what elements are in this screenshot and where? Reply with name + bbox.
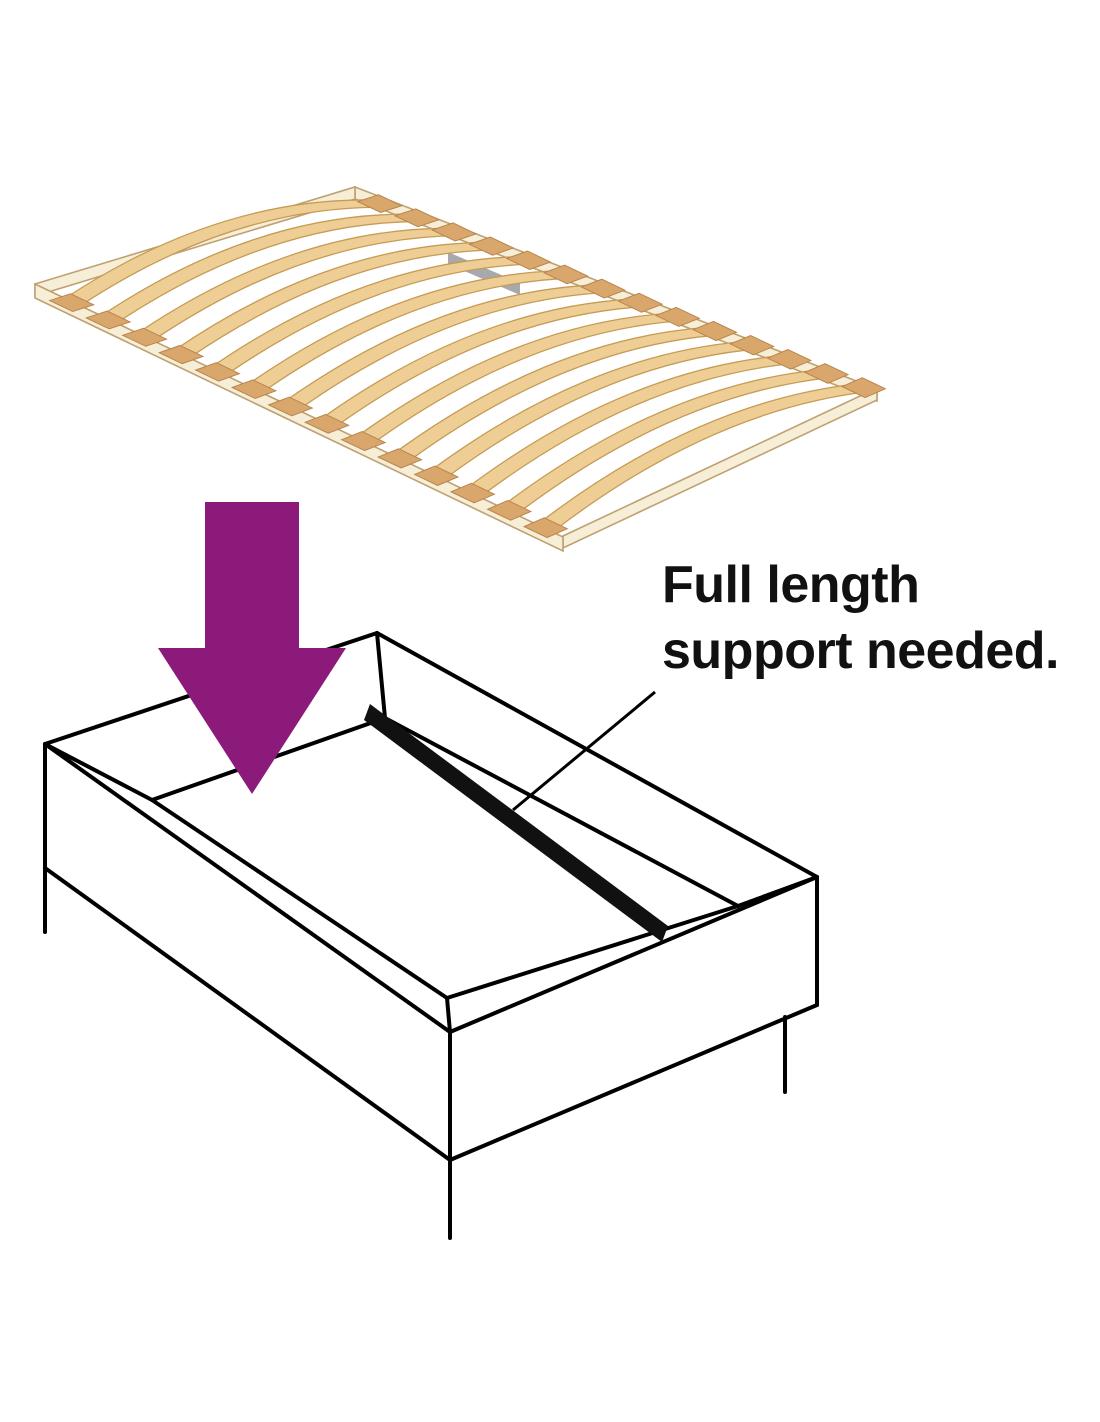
slat-end-cap — [468, 236, 515, 256]
slat-end-cap — [84, 310, 132, 330]
slat-end-cap — [522, 517, 569, 539]
slat-end-cap — [486, 499, 533, 521]
slat-end-cap — [542, 264, 589, 285]
rim-seam-front — [445, 996, 452, 1034]
slat-end-cap — [617, 292, 664, 313]
slat-end-cap — [579, 278, 627, 299]
slat-end-cap — [303, 413, 350, 434]
slat-end-cap — [376, 448, 423, 469]
annotation-line-1: Full length — [662, 556, 919, 614]
slat-end-cap — [840, 377, 887, 399]
bed-slats — [48, 194, 887, 539]
slat-end-cap — [729, 334, 775, 356]
slat-end-cap — [230, 379, 278, 399]
slat-end-cap — [121, 327, 168, 347]
slat-end-cap — [340, 431, 387, 452]
rim-seam-right — [736, 875, 819, 908]
slat-end-cap — [505, 250, 552, 270]
bed-frame-outline — [43, 631, 819, 1240]
slatted-bed-base — [34, 185, 887, 553]
slat-end-cap — [449, 482, 496, 504]
down-arrow-icon — [158, 502, 346, 794]
annotation-line-2: support needed. — [662, 622, 1059, 680]
front-right-bottom-edge — [448, 1003, 819, 1162]
slat-end-cap — [48, 293, 96, 313]
slat-end-cap — [413, 465, 460, 486]
slat-end-cap — [393, 208, 441, 228]
slat-end-cap — [356, 194, 404, 214]
rim-seam-left — [43, 742, 154, 802]
slat-end-cap — [691, 320, 738, 342]
slat-end-cap — [766, 349, 813, 370]
slat-end-cap — [157, 344, 205, 365]
slat-end-cap — [430, 222, 478, 242]
slat-end-cap — [194, 362, 241, 382]
leader-line — [512, 690, 656, 812]
slat-end-cap — [654, 306, 701, 327]
center-support-bar — [364, 704, 668, 942]
frame-rim-outer — [43, 631, 819, 1034]
slat-end-cap — [803, 363, 850, 384]
slat-end-cap — [267, 396, 314, 417]
front-left-bottom-edge — [43, 866, 452, 1162]
rim-seam-back — [375, 631, 387, 720]
